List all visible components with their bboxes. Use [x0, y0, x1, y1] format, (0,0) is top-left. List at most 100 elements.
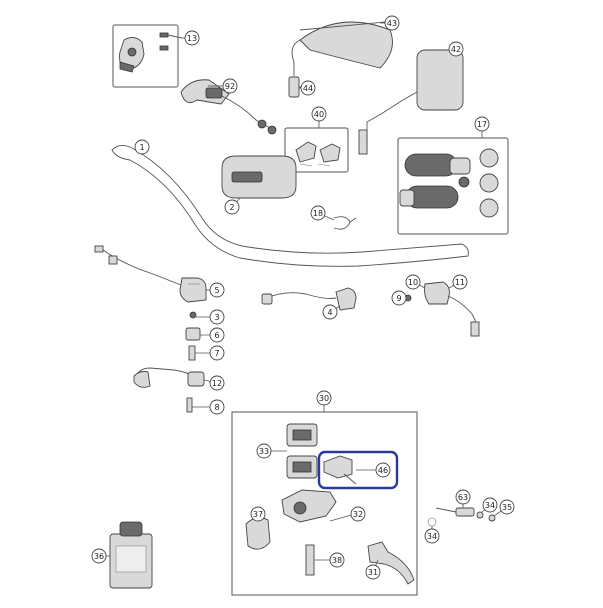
- part-13-clamp: [112, 24, 183, 88]
- callout-c13: 13: [182, 30, 200, 46]
- callout-label: 46: [378, 466, 388, 475]
- callout-c44: 44: [299, 80, 316, 96]
- callout-c34b: 34: [424, 526, 440, 544]
- callout-circle: [499, 499, 515, 515]
- callout-circle: [316, 390, 332, 406]
- callout-c17: 17: [474, 116, 490, 138]
- callout-label: 18: [313, 209, 323, 218]
- callout-label: 5: [214, 286, 219, 295]
- callout-circle: [311, 106, 327, 122]
- part-12-switch-cable: [133, 367, 205, 388]
- callout-circle: [134, 139, 150, 155]
- callout-c34a: 34: [481, 497, 498, 513]
- callout-c2: 2: [224, 197, 241, 215]
- part-30-brake-assembly: [231, 411, 418, 596]
- part-92-throttle: [180, 79, 277, 135]
- callout-label: 33: [259, 447, 269, 456]
- callout-label: 10: [408, 278, 418, 287]
- callout-c40: 40: [311, 106, 327, 128]
- callout-label: 7: [214, 349, 219, 358]
- callout-label: 6: [214, 331, 219, 340]
- part-40-clamps: [284, 127, 349, 173]
- callout-circle: [452, 274, 468, 290]
- callout-circle: [91, 548, 107, 564]
- callout-circle: [322, 304, 338, 320]
- callout-circle: [209, 345, 225, 361]
- callout-circle: [448, 41, 464, 57]
- callout-c38: 38: [314, 552, 345, 568]
- callout-label: 11: [455, 278, 465, 287]
- callout-label: 92: [225, 82, 235, 91]
- callout-label: 40: [314, 110, 324, 119]
- callout-circle: [209, 327, 225, 343]
- callout-circle: [222, 78, 238, 94]
- callout-c3: 3: [196, 309, 225, 325]
- callout-circle: [184, 30, 200, 46]
- callout-label: 4: [327, 308, 332, 317]
- callout-c7: 7: [195, 345, 225, 361]
- callout-c92: 92: [220, 78, 238, 94]
- highlight-frame: [317, 450, 399, 490]
- part-36-fluid-bottle: [109, 521, 153, 589]
- callout-circle: [256, 443, 272, 459]
- callout-c8: 8: [192, 399, 225, 415]
- parts-9-10-11-right-switch: [404, 281, 480, 337]
- callout-c9: 9: [391, 290, 407, 306]
- callout-label: 42: [451, 45, 461, 54]
- callout-c32: 32: [347, 506, 366, 522]
- callout-c43: 43: [380, 15, 400, 31]
- callout-c31: 31: [365, 559, 381, 580]
- callout-label: 34: [485, 501, 495, 510]
- callout-circle: [329, 552, 345, 568]
- part-46-highlighted: [317, 450, 399, 490]
- callout-circle: [482, 497, 498, 513]
- callout-circle: [300, 80, 316, 96]
- callout-c10: 10: [405, 274, 426, 290]
- callout-circle: [350, 506, 366, 522]
- callout-label: 38: [332, 556, 342, 565]
- callout-c12: 12: [203, 375, 225, 391]
- callout-c1: 1: [134, 139, 150, 155]
- part-43-mirror: [291, 21, 393, 76]
- callout-circle: [365, 564, 381, 580]
- part-4-switch-cable: [261, 287, 357, 311]
- callout-c4: 4: [322, 304, 341, 320]
- callout-c33: 33: [256, 443, 287, 459]
- callout-c5: 5: [206, 282, 225, 298]
- callout-circle: [224, 199, 240, 215]
- part-42-mirror: [358, 49, 464, 155]
- callout-label: 13: [187, 34, 197, 43]
- callout-circle: [375, 462, 391, 478]
- callout-circle: [455, 489, 471, 505]
- callout-c11: 11: [448, 274, 468, 290]
- part-44-fitting: [288, 76, 302, 98]
- left-switch-cable: [94, 245, 190, 289]
- callout-circle: [209, 399, 225, 415]
- callout-label: 37: [253, 510, 263, 519]
- callout-c37: 37: [250, 506, 266, 522]
- callout-circle: [474, 116, 490, 132]
- callout-label: 44: [303, 84, 313, 93]
- callout-c36: 36: [91, 548, 110, 564]
- callout-circle: [424, 528, 440, 544]
- callout-circle: [209, 282, 225, 298]
- callout-c30: 30: [316, 390, 332, 412]
- callout-c42: 42: [448, 41, 464, 57]
- part-8-screw: [186, 397, 193, 413]
- small-parts-3-6-7: [185, 311, 201, 361]
- callout-circle: [209, 375, 225, 391]
- part-2-pad: [221, 155, 297, 199]
- callout-circle: [391, 290, 407, 306]
- callout-label: 2: [229, 203, 234, 212]
- callout-circle: [250, 506, 266, 522]
- part-17-grips: [397, 137, 509, 235]
- callout-label: 32: [353, 510, 363, 519]
- callout-c63: 63: [455, 489, 471, 508]
- callout-label: 34: [427, 532, 437, 541]
- callout-label: 35: [502, 503, 512, 512]
- callout-label: 12: [212, 379, 222, 388]
- callout-circle: [405, 274, 421, 290]
